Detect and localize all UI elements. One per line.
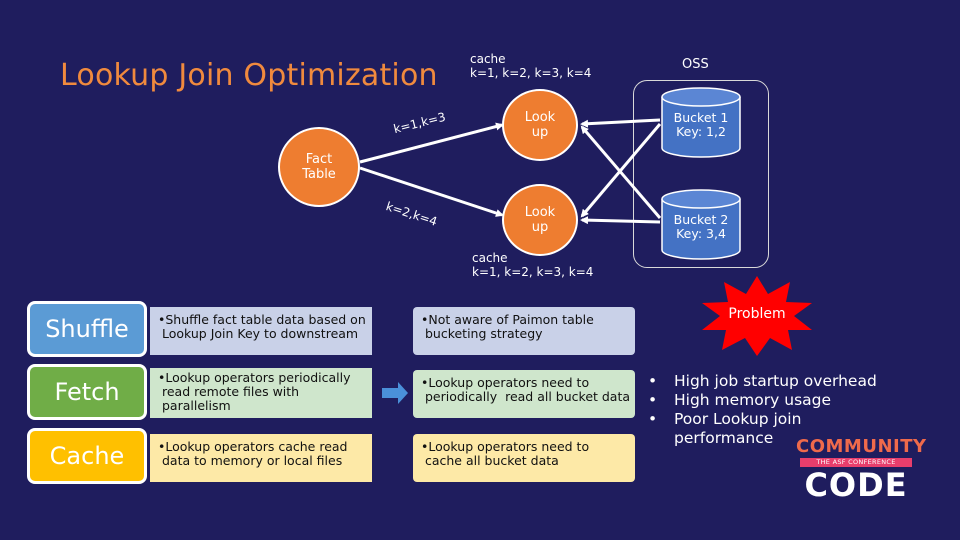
problem-list: High job startup overhead High memory us… [648, 372, 877, 448]
fetch-description: •Lookup operators periodically read remo… [150, 368, 372, 418]
bucket-2-cylinder [661, 189, 741, 260]
cache-label: Cache [27, 428, 147, 484]
arrow-fact-to-lookup-bottom [359, 166, 504, 217]
logo-community-text: COMMUNITY [796, 436, 927, 457]
shuffle-description: •Shuffle fact table data based on Lookup… [150, 307, 372, 355]
cache-label-top: cache k=1, k=2, k=3, k=4 [470, 52, 592, 80]
community-code-logo: COMMUNITY THE ASF CONFERENCE CODE [796, 436, 927, 504]
transition-arrow [382, 382, 408, 404]
fetch-result: •Lookup operators need to periodically r… [413, 370, 635, 418]
bucket-1-cylinder [661, 87, 741, 158]
lookup-node-bottom: Look up [502, 184, 578, 256]
lookup-node-top: Look up [502, 89, 578, 161]
arrow-fact-to-lookup-top [359, 122, 504, 164]
arrow-bucket2-to-lookup-top [580, 125, 662, 219]
fact-table-node: Fact Table [278, 127, 360, 207]
logo-conference-text: THE ASF CONFERENCE [800, 458, 912, 467]
oss-label: OSS [682, 57, 709, 72]
problem-item: High memory usage [648, 391, 877, 410]
shuffle-label: Shuffle [27, 301, 147, 357]
problem-item: High job startup overhead [648, 372, 877, 391]
logo-code-text: CODE [804, 466, 908, 504]
slide-title: Lookup Join Optimization [60, 58, 438, 93]
arrow-bucket2-to-lookup-bottom [580, 216, 661, 225]
arrow-bucket1-to-lookup-top [580, 118, 661, 128]
bucket-1-label: Bucket 1 Key: 1,2 [673, 110, 729, 139]
arrow-bucket1-to-lookup-bottom [580, 123, 662, 218]
oss-container [633, 80, 769, 268]
problem-item: Poor Lookup join [648, 410, 877, 429]
bucket-2-label: Bucket 2 Key: 3,4 [673, 212, 729, 241]
problem-label: Problem [728, 306, 786, 322]
cache-label-bottom: cache k=1, k=2, k=3, k=4 [472, 251, 594, 279]
cache-description: •Lookup operators cache read data to mem… [150, 434, 372, 482]
cache-result: •Lookup operators need to cache all buck… [413, 434, 635, 482]
shuffle-result: •Not aware of Paimon table bucketing str… [413, 307, 635, 355]
problem-starburst [702, 276, 812, 356]
problem-item-continuation: performance [674, 429, 774, 447]
fetch-label: Fetch [27, 364, 147, 420]
